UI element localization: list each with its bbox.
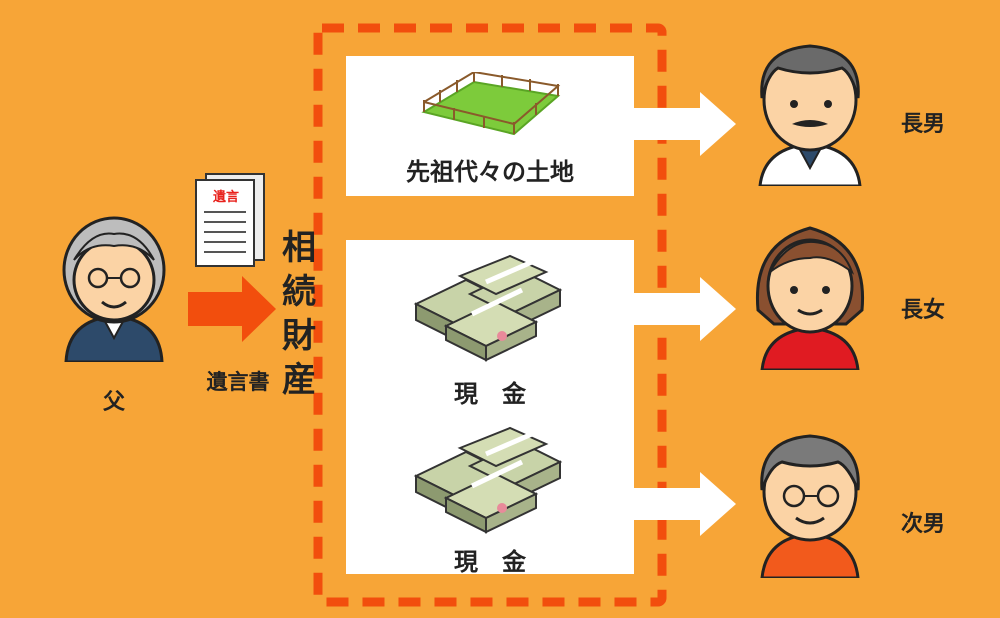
arrow-to-eldest-daughter xyxy=(634,277,736,341)
father-label: 父 xyxy=(102,390,125,415)
estate-title-char: 相 xyxy=(282,228,316,268)
estate-title-char: 続 xyxy=(282,272,316,312)
arrow-to-eldest-son xyxy=(634,92,736,156)
eldest-son-label: 長男 xyxy=(900,112,945,137)
second-son-avatar xyxy=(760,434,860,578)
cash-bundle-icon xyxy=(413,426,563,534)
will-document-icon xyxy=(195,173,265,267)
will-arrow xyxy=(188,276,276,342)
land-label: 先祖代々の土地 xyxy=(406,158,574,186)
estate-title: 相 続 財 産 xyxy=(279,226,319,402)
estate-title-char: 産 xyxy=(282,360,316,400)
land-icon xyxy=(421,72,561,136)
will-doc-title: 遺言 xyxy=(212,190,239,205)
will-label: 遺言書 xyxy=(206,370,270,394)
cash-bundle-icon xyxy=(413,254,563,362)
eldest-son-avatar xyxy=(758,44,862,186)
cash-label-2: 現 金 xyxy=(454,548,526,576)
cash-label-1: 現 金 xyxy=(454,380,526,408)
father-avatar xyxy=(62,216,166,362)
eldest-daughter-avatar xyxy=(755,226,865,370)
arrow-to-second-son xyxy=(634,472,736,536)
estate-title-char: 財 xyxy=(282,316,316,356)
eldest-daughter-label: 長女 xyxy=(900,298,945,323)
second-son-label: 次男 xyxy=(900,512,945,537)
